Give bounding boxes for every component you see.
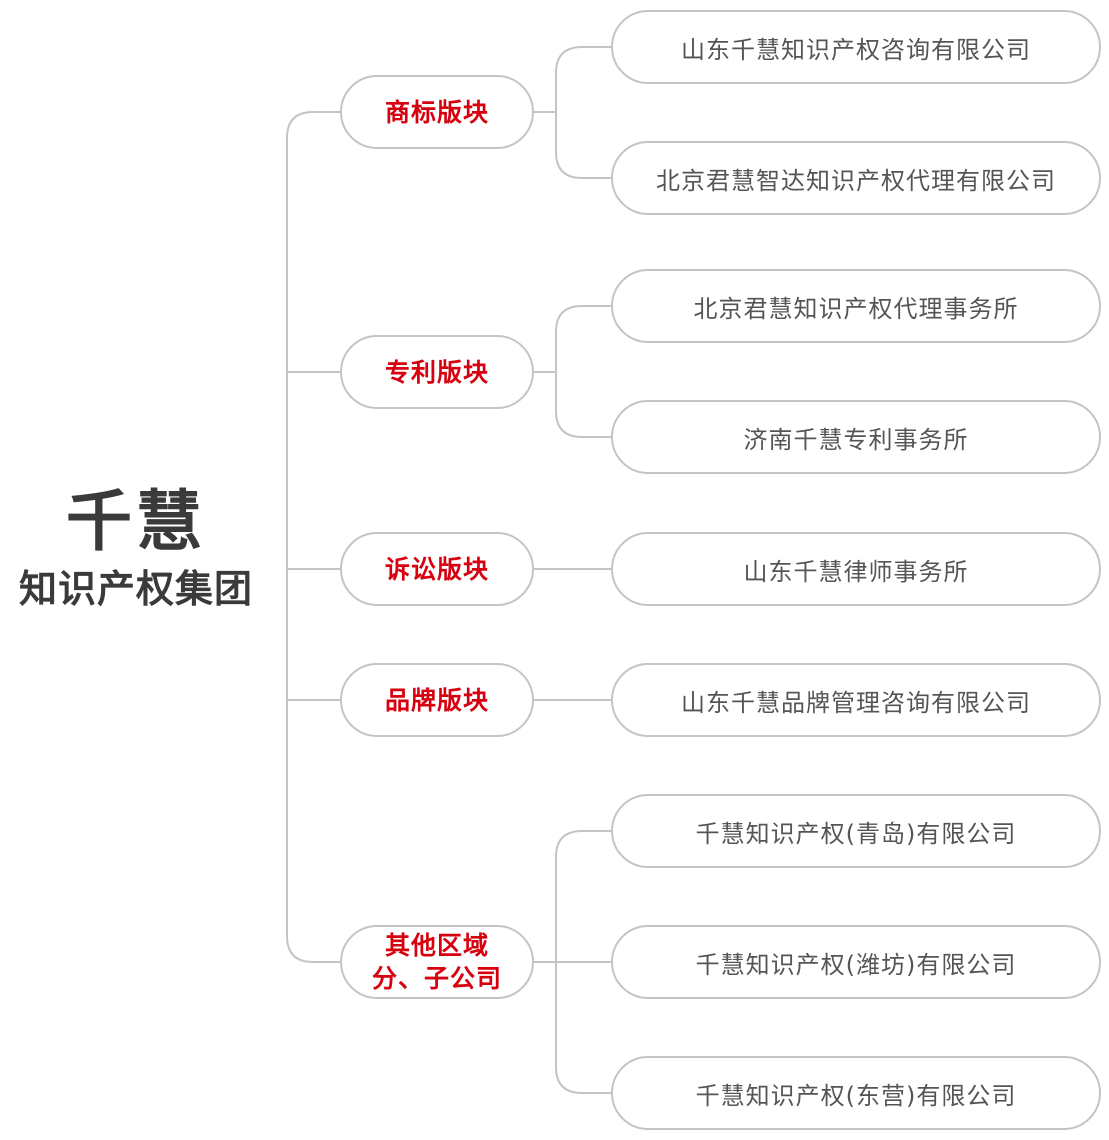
- group-name: 千慧 知识产权集团: [0, 480, 272, 614]
- company-node: 济南千慧专利事务所: [611, 400, 1101, 474]
- company-label: 北京君慧知识产权代理事务所: [693, 294, 1019, 323]
- group-subtitle: 知识产权集团: [18, 567, 253, 611]
- segment-label: 品牌版块: [384, 685, 489, 715]
- company-node: 山东千慧知识产权咨询有限公司: [611, 10, 1101, 84]
- segment-node-regional-branches: 其他区域 分、子公司: [340, 925, 534, 999]
- company-label: 千慧知识产权(东营)有限公司: [695, 1081, 1017, 1110]
- trunk-line: [286, 111, 340, 963]
- company-node: 千慧知识产权(青岛)有限公司: [611, 794, 1101, 868]
- segment-label: 其他区域 分、子公司: [371, 931, 502, 993]
- segment-node-litigation: 诉讼版块: [340, 532, 534, 606]
- segment-label: 专利版块: [384, 357, 489, 387]
- segment-label: 诉讼版块: [384, 554, 489, 584]
- segment-label: 商标版块: [384, 97, 489, 127]
- company-node: 北京君慧知识产权代理事务所: [611, 269, 1101, 343]
- company-node: 千慧知识产权(东营)有限公司: [611, 1056, 1101, 1130]
- group-title: 千慧: [66, 483, 206, 560]
- company-label: 山东千慧律师事务所: [743, 557, 969, 586]
- segment-node-trademark: 商标版块: [340, 75, 534, 149]
- company-label: 山东千慧知识产权咨询有限公司: [681, 35, 1031, 64]
- company-label: 千慧知识产权(青岛)有限公司: [695, 819, 1017, 848]
- company-label: 千慧知识产权(潍坊)有限公司: [695, 950, 1017, 979]
- segment-node-brand: 品牌版块: [340, 663, 534, 737]
- segment-branch-line: [555, 46, 611, 179]
- company-label: 济南千慧专利事务所: [743, 425, 969, 454]
- company-node: 千慧知识产权(潍坊)有限公司: [611, 925, 1101, 999]
- company-node: 山东千慧品牌管理咨询有限公司: [611, 663, 1101, 737]
- segment-node-patent: 专利版块: [340, 335, 534, 409]
- segment-branch-line: [555, 305, 611, 438]
- company-node: 北京君慧智达知识产权代理有限公司: [611, 141, 1101, 215]
- company-label: 山东千慧品牌管理咨询有限公司: [681, 688, 1031, 717]
- company-node: 山东千慧律师事务所: [611, 532, 1101, 606]
- company-label: 北京君慧智达知识产权代理有限公司: [656, 166, 1056, 195]
